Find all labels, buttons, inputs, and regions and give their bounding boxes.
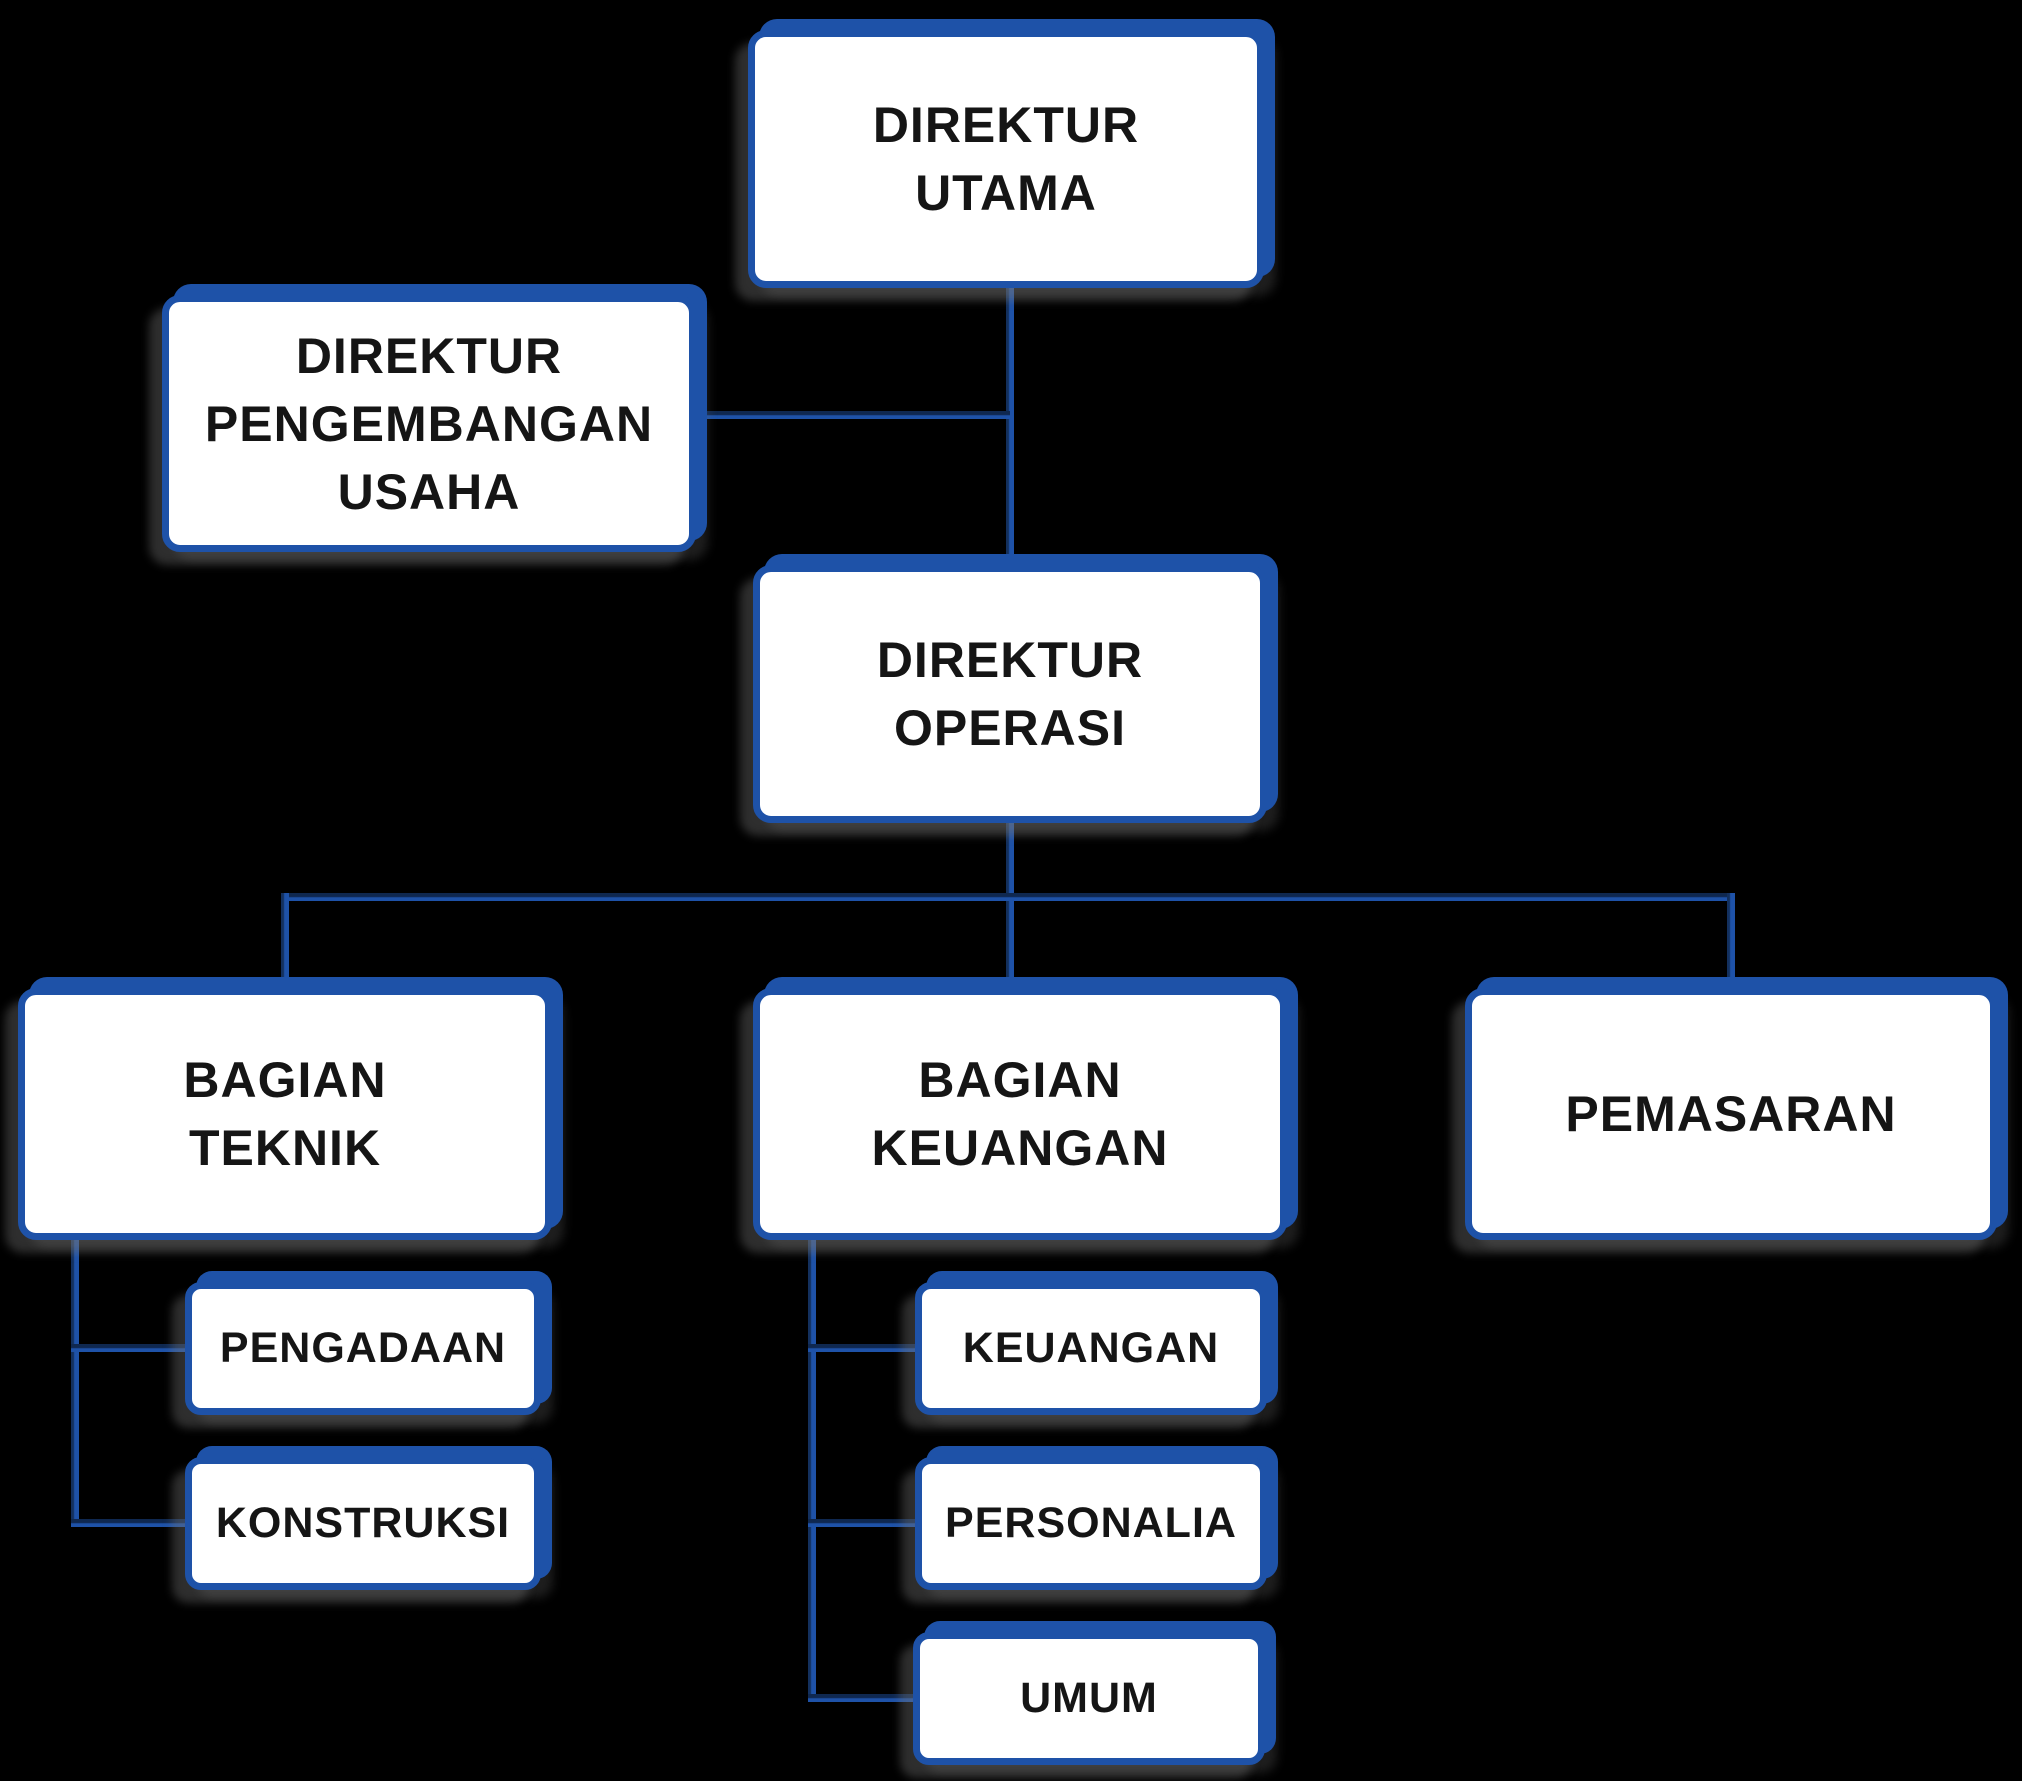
connector-stub-keuangan [808,1344,920,1352]
org-node-bagian-teknik-label: BAGIAN TEKNIK [183,1052,387,1176]
connector-drop-bagian-teknik [281,893,289,993]
org-node-pengadaan: PENGADAAN [185,1282,541,1415]
connector-pengembangan-usaha [690,411,1010,419]
connector-drop-pemasaran [1727,893,1735,993]
connector-utama-to-operasi [1006,288,1014,570]
connector-stub-personalia [808,1519,920,1527]
connector-keuangan-children-spine [808,1236,816,1702]
org-node-direktur-utama-label: DIREKTUR UTAMA [872,97,1140,221]
org-node-umum-label: UMUM [1020,1674,1158,1723]
org-node-konstruksi: KONSTRUKSI [185,1457,541,1590]
org-node-direktur-pengembangan-usaha: DIREKTUR PENGEMBANGAN USAHA [162,295,696,552]
connector-stub-pengadaan [71,1344,193,1352]
org-node-pengadaan-label: PENGADAAN [219,1324,507,1373]
org-node-direktur-operasi: DIREKTUR OPERASI [753,565,1267,823]
connector-operasi-to-bagian-keuangan [1006,818,1014,993]
org-node-bagian-keuangan-label: BAGIAN KEUANGAN [871,1052,1169,1176]
org-node-keuangan-label: KEUANGAN [962,1324,1220,1373]
org-node-direktur-pengembangan-usaha-label: DIREKTUR PENGEMBANGAN USAHA [204,327,654,520]
connector-teknik-children-spine [71,1236,79,1527]
org-node-personalia-label: PERSONALIA [945,1499,1237,1548]
org-node-direktur-utama: DIREKTUR UTAMA [748,30,1264,288]
connector-stub-konstruksi [71,1519,193,1527]
connector-distribution-line [281,893,1733,901]
org-node-bagian-teknik: BAGIAN TEKNIK [18,988,552,1240]
org-node-pemasaran: PEMASARAN [1465,988,1997,1240]
org-node-pemasaran-label: PEMASARAN [1565,1086,1897,1142]
org-node-umum: UMUM [913,1632,1265,1765]
org-node-personalia: PERSONALIA [915,1457,1267,1590]
org-node-keuangan: KEUANGAN [915,1282,1267,1415]
org-node-konstruksi-label: KONSTRUKSI [215,1499,511,1548]
org-node-direktur-operasi-label: DIREKTUR OPERASI [876,632,1144,756]
org-node-bagian-keuangan: BAGIAN KEUANGAN [753,988,1287,1240]
connector-stub-umum [808,1694,918,1702]
